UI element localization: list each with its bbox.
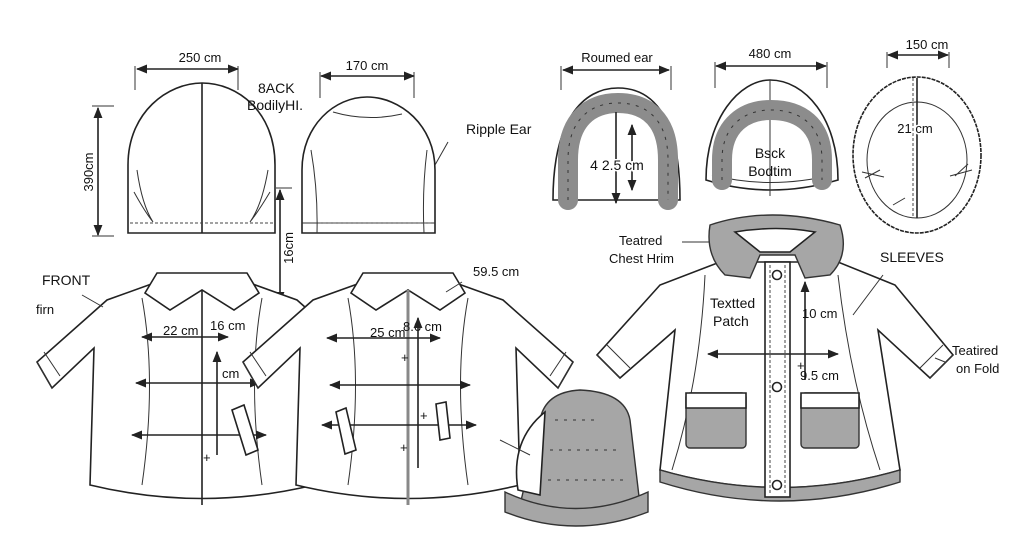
hood-150-label: 150 cm	[906, 37, 949, 52]
back-title: 8ACK	[258, 80, 295, 96]
coat-fur-main: + 10 cm 9.5 cm Textted Patch Teatred Che…	[595, 214, 999, 502]
front-22-label: 22 cm	[163, 323, 198, 338]
firn-label: firn	[36, 302, 54, 317]
sleeve-595-label: 59.5 cm	[473, 264, 519, 279]
patch-label: Patch	[713, 313, 749, 329]
bodtim-label: Bodtim	[748, 163, 792, 179]
hood-back-view: 250 cm 390cm 8ACK BodilyHI.	[81, 50, 303, 237]
hood-back-width-label: 250 cm	[179, 50, 222, 65]
hood-fur-trim-front: 4 2.5 cm Roumed ear	[552, 50, 681, 210]
coat-front-view: FRONT firn 22 cm 16 cm cm +	[36, 272, 368, 506]
plus-mark-icon: +	[401, 350, 409, 365]
plus-mark-icon: +	[400, 440, 408, 455]
coat-back-view: 25 cm 8.6 cm + + + 59.5 cm	[242, 264, 574, 506]
teatired-label: Teatired	[952, 343, 998, 358]
plus-mark-icon: +	[203, 450, 211, 465]
on-fold-label: on Fold	[956, 361, 999, 376]
roumed-ear-label: Roumed ear	[581, 50, 653, 65]
back-25-label: 25 cm	[370, 325, 405, 340]
ripple-ear-label: Ripple Ear	[466, 121, 532, 137]
hood-inside-view: 21 cm 150 cm	[852, 37, 982, 234]
bsck-label: Bsck	[755, 145, 786, 161]
front-16-label: 16 cm	[210, 318, 245, 333]
hood-side-view: 170 cm Ripple Ear 16cm	[275, 58, 532, 304]
front-label: FRONT	[42, 272, 91, 288]
plus-mark-icon: +	[420, 408, 428, 423]
vertical-16-label: 16cm	[281, 232, 296, 264]
teatred-label: Teatred	[619, 233, 662, 248]
plus-mark-icon: +	[797, 358, 805, 373]
back-86-label: 8.6 cm	[403, 319, 442, 334]
front-cm-label: cm	[222, 366, 239, 381]
hood-side-width-label: 170 cm	[346, 58, 389, 73]
hood-480-label: 480 cm	[749, 46, 792, 61]
fur-hat	[499, 389, 649, 527]
back-subtitle: BodilyHI.	[247, 97, 303, 113]
sleeves-label: SLEEVES	[880, 249, 944, 265]
chest-hrim-label: Chest Hrim	[609, 251, 674, 266]
coat-95-label: 9.5 cm	[800, 368, 839, 383]
hood-21-label: 21 cm	[897, 121, 932, 136]
hood-425-label: 4 2.5 cm	[590, 157, 644, 173]
hood-fur-trim-back: Bsck Bodtim 480 cm	[705, 46, 839, 196]
coat-10-label: 10 cm	[802, 306, 837, 321]
textted-label: Textted	[710, 295, 755, 311]
hood-back-height-label: 390cm	[81, 152, 96, 191]
